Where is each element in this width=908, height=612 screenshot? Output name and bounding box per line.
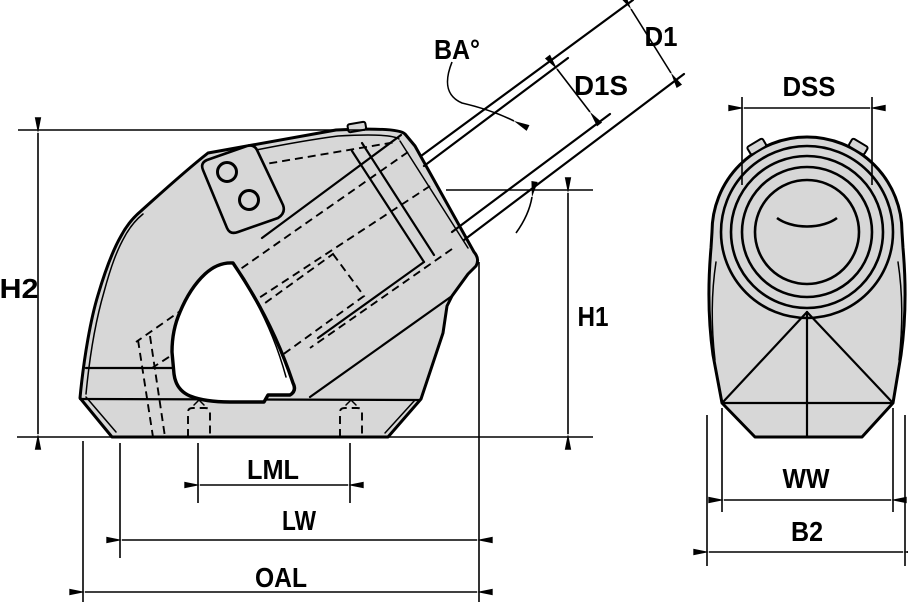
cylinder-side-bottom — [308, 294, 454, 399]
collar-band-2 — [350, 149, 426, 264]
collar-lower-line — [316, 260, 426, 340]
label-d1: D1 — [645, 21, 678, 52]
cylinder-side-top — [260, 133, 403, 240]
label-bore-angle: BA° — [434, 34, 480, 65]
angle-arc — [515, 180, 538, 234]
shoulder-ring — [740, 165, 874, 299]
bore-line-outer-bottom — [462, 72, 686, 242]
label-ww: WW — [783, 463, 831, 494]
end-view-lug-right — [847, 137, 869, 156]
base-slot-left — [187, 407, 211, 437]
main-view-dimensions — [17, 0, 683, 602]
bolt-hole-upper — [216, 161, 238, 183]
label-dss: DSS — [783, 71, 836, 102]
dimension-labels: BA° D1 D1S DSS H2 H1 LML LW OAL WW B2 — [0, 21, 836, 593]
d1-dimension-line — [619, 0, 683, 89]
collar-ring-mid — [729, 154, 885, 310]
end-view-lug-left — [746, 137, 768, 156]
label-lw: LW — [282, 505, 316, 536]
label-oal: OAL — [255, 562, 307, 593]
left-edge-inner-line — [85, 213, 144, 395]
d1s-dimension-line — [544, 54, 603, 127]
shank-line-top — [422, 56, 570, 168]
bore-line-outer-top — [419, 0, 635, 158]
tool-pocket — [170, 261, 297, 404]
end-view — [707, 135, 907, 439]
end-view-dimensions — [693, 97, 908, 566]
left-chamfer-inner — [85, 396, 117, 433]
facet-line-right — [805, 310, 894, 404]
right-chamfer-inner — [384, 399, 416, 434]
label-d1s: D1S — [574, 70, 628, 101]
label-h1: H1 — [578, 301, 609, 332]
left-hidden-line-1 — [137, 339, 154, 438]
label-h2: H2 — [0, 273, 38, 304]
main-view-lug — [346, 120, 368, 134]
base-slot-right — [339, 407, 363, 437]
bore-hidden-line-3 — [309, 248, 453, 349]
bore-ring — [753, 178, 861, 286]
bolt-hole-lower — [238, 189, 260, 211]
main-view — [78, 0, 686, 439]
bore-bottom-arc — [776, 216, 838, 228]
left-hidden-line-2 — [149, 335, 166, 438]
facet-line-left — [721, 310, 809, 404]
slot-tick-right — [345, 398, 357, 406]
end-side-inner-right — [897, 261, 903, 361]
pocket-accent-line — [238, 272, 287, 378]
ba-leader-arc — [446, 61, 530, 131]
collar-band-1 — [360, 141, 436, 257]
shank-line-bottom — [450, 112, 612, 234]
label-b2: B2 — [791, 516, 823, 547]
label-lml: LML — [247, 454, 299, 485]
face-inner-line — [399, 140, 469, 249]
end-side-inner-left — [711, 261, 717, 361]
